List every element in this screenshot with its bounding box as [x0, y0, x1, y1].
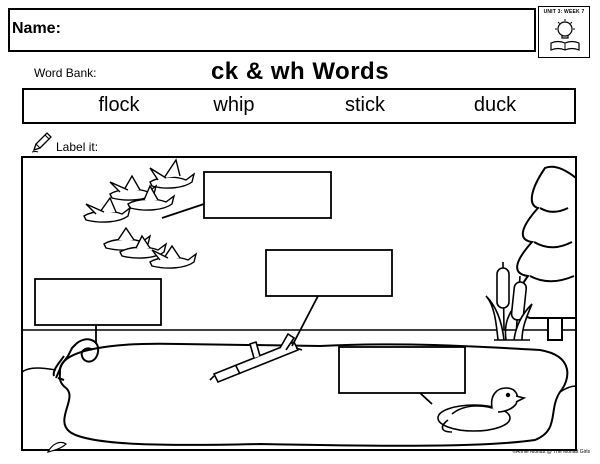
pencil-icon	[31, 132, 52, 153]
whip-icon	[52, 338, 100, 381]
duck-icon	[437, 387, 527, 433]
word-bank-box	[22, 88, 576, 124]
name-label: Name:	[12, 20, 61, 37]
tree-icon	[514, 165, 577, 341]
word-bank-word: whip	[213, 94, 255, 116]
flock-of-birds-icon	[83, 158, 198, 269]
answer-box-duck	[338, 346, 466, 394]
answer-box-flock	[203, 171, 332, 219]
page-title: ck & wh Words	[210, 58, 390, 85]
copyright-credit: ©Annie Moffatt @ The Moffatt Girls	[512, 449, 590, 455]
pond	[58, 342, 569, 447]
answer-box-stick	[265, 249, 393, 297]
unit-label: UNIT 3: WEEK 7	[543, 9, 585, 15]
cattail-icon	[485, 261, 533, 341]
word-bank-word: stick	[345, 94, 385, 116]
answer-box-whip	[34, 278, 162, 326]
word-bank-word: duck	[473, 94, 517, 116]
stick-icon	[209, 332, 303, 384]
word-bank-word: flock	[98, 94, 140, 116]
lightbulb-book-icon	[550, 19, 580, 51]
word-bank-label: Word Bank:	[34, 66, 97, 80]
name-field[interactable]	[8, 8, 536, 52]
activity-label: Label it:	[56, 140, 99, 154]
